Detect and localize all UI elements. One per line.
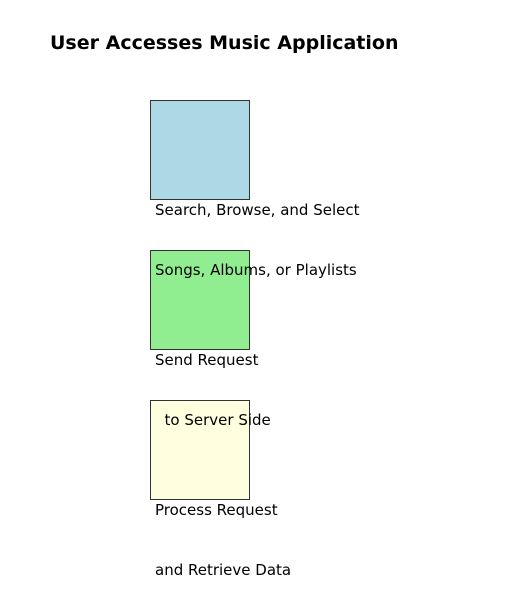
step-label-send-request-line1: Send Request [155, 351, 259, 369]
step-label-process-request-line2: and Retrieve Data [155, 561, 292, 579]
step-box-send-request [150, 250, 250, 350]
step-label-process-request-line1: Process Request [155, 501, 278, 519]
step-label-process-request: Process Request and Retrieve Data [155, 460, 291, 600]
step-label-search-line1: Search, Browse, and Select [155, 201, 360, 219]
step-label-send-request: Send Request to Server Side [155, 310, 271, 450]
step-box-search [150, 100, 250, 200]
diagram-title: User Accesses Music Application [50, 32, 399, 54]
step-label-search-line2: Songs, Albums, or Playlists [155, 261, 357, 279]
step-box-process-request [150, 400, 250, 500]
step-label-search: Search, Browse, and Select Songs, Albums… [155, 160, 360, 300]
step-label-send-request-line2: to Server Side [155, 411, 271, 429]
